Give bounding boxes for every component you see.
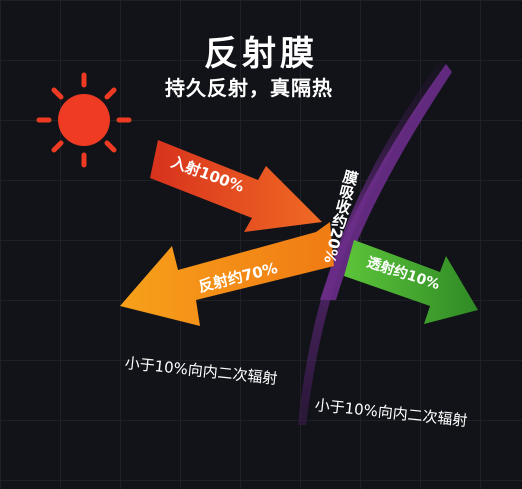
page-title: 反射膜 — [204, 34, 318, 74]
transmit-arrow — [344, 240, 478, 324]
film-glow — [320, 64, 452, 300]
incident-arrow — [150, 140, 322, 232]
sun-icon — [36, 72, 132, 168]
page-subtitle: 持久反射，真隔热 — [165, 76, 333, 100]
reflect-arrow — [120, 222, 334, 326]
